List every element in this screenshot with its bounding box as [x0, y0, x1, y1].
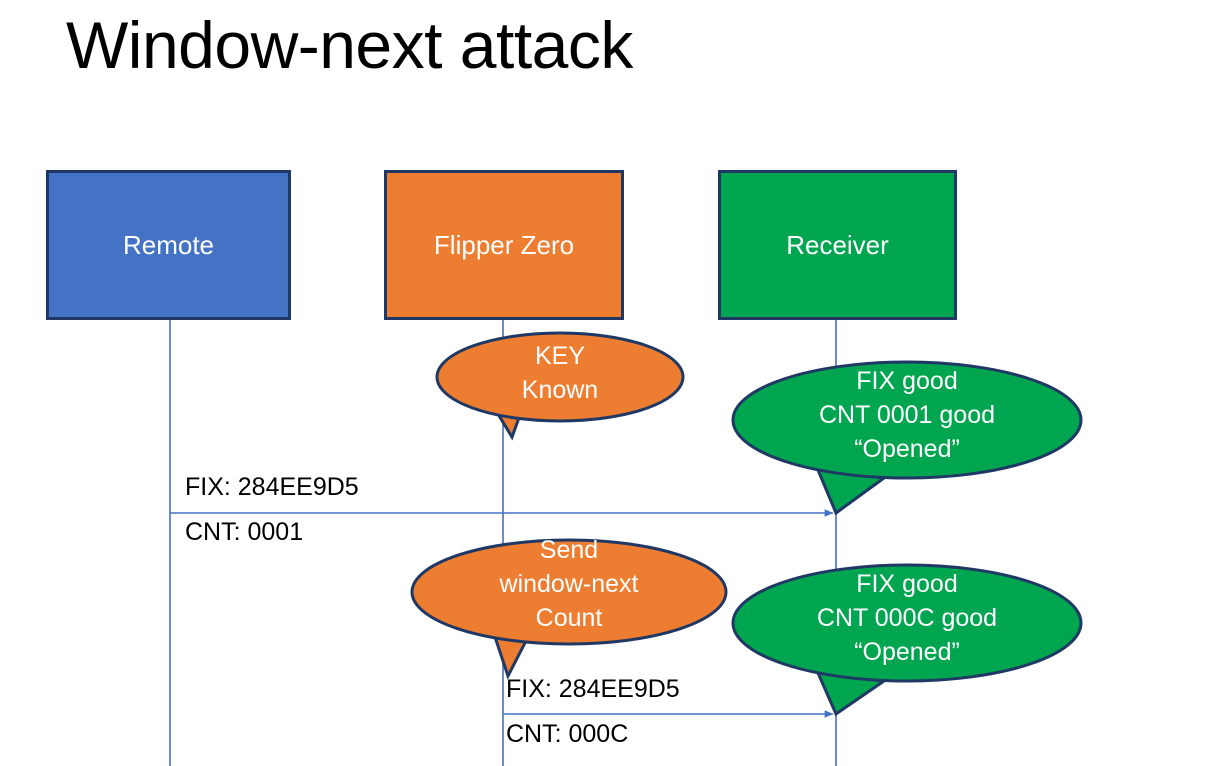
message-2-cnt-label: CNT: 000C: [506, 720, 629, 748]
actor-box-remote[interactable]: Remote: [46, 170, 291, 320]
actor-label-receiver: Receiver: [786, 230, 889, 260]
callout-key-known-body: [435, 331, 685, 423]
actor-label-remote: Remote: [122, 230, 215, 260]
actor-box-flipper-zero[interactable]: Flipper Zero: [384, 170, 624, 320]
actor-box-receiver[interactable]: Receiver: [718, 170, 957, 320]
callout-receiver-ok-2: [731, 563, 1083, 717]
message-1-fix-label: FIX: 284EE9D5: [185, 473, 359, 501]
page-title: Window-next attack: [66, 8, 633, 82]
callout-key-known: [435, 331, 685, 441]
callout-send-window-next: [410, 538, 728, 680]
callout-receiver-ok-1: [731, 360, 1083, 516]
callout-send-window-next-body: [410, 538, 728, 646]
actor-label-flipper-zero: Flipper Zero: [433, 230, 575, 260]
message-1-cnt-label: CNT: 0001: [185, 518, 304, 546]
callout-receiver-ok-1-body: [731, 360, 1083, 480]
message-2-fix-label: FIX: 284EE9D5: [506, 675, 680, 703]
callout-receiver-ok-2-body: [731, 563, 1083, 683]
